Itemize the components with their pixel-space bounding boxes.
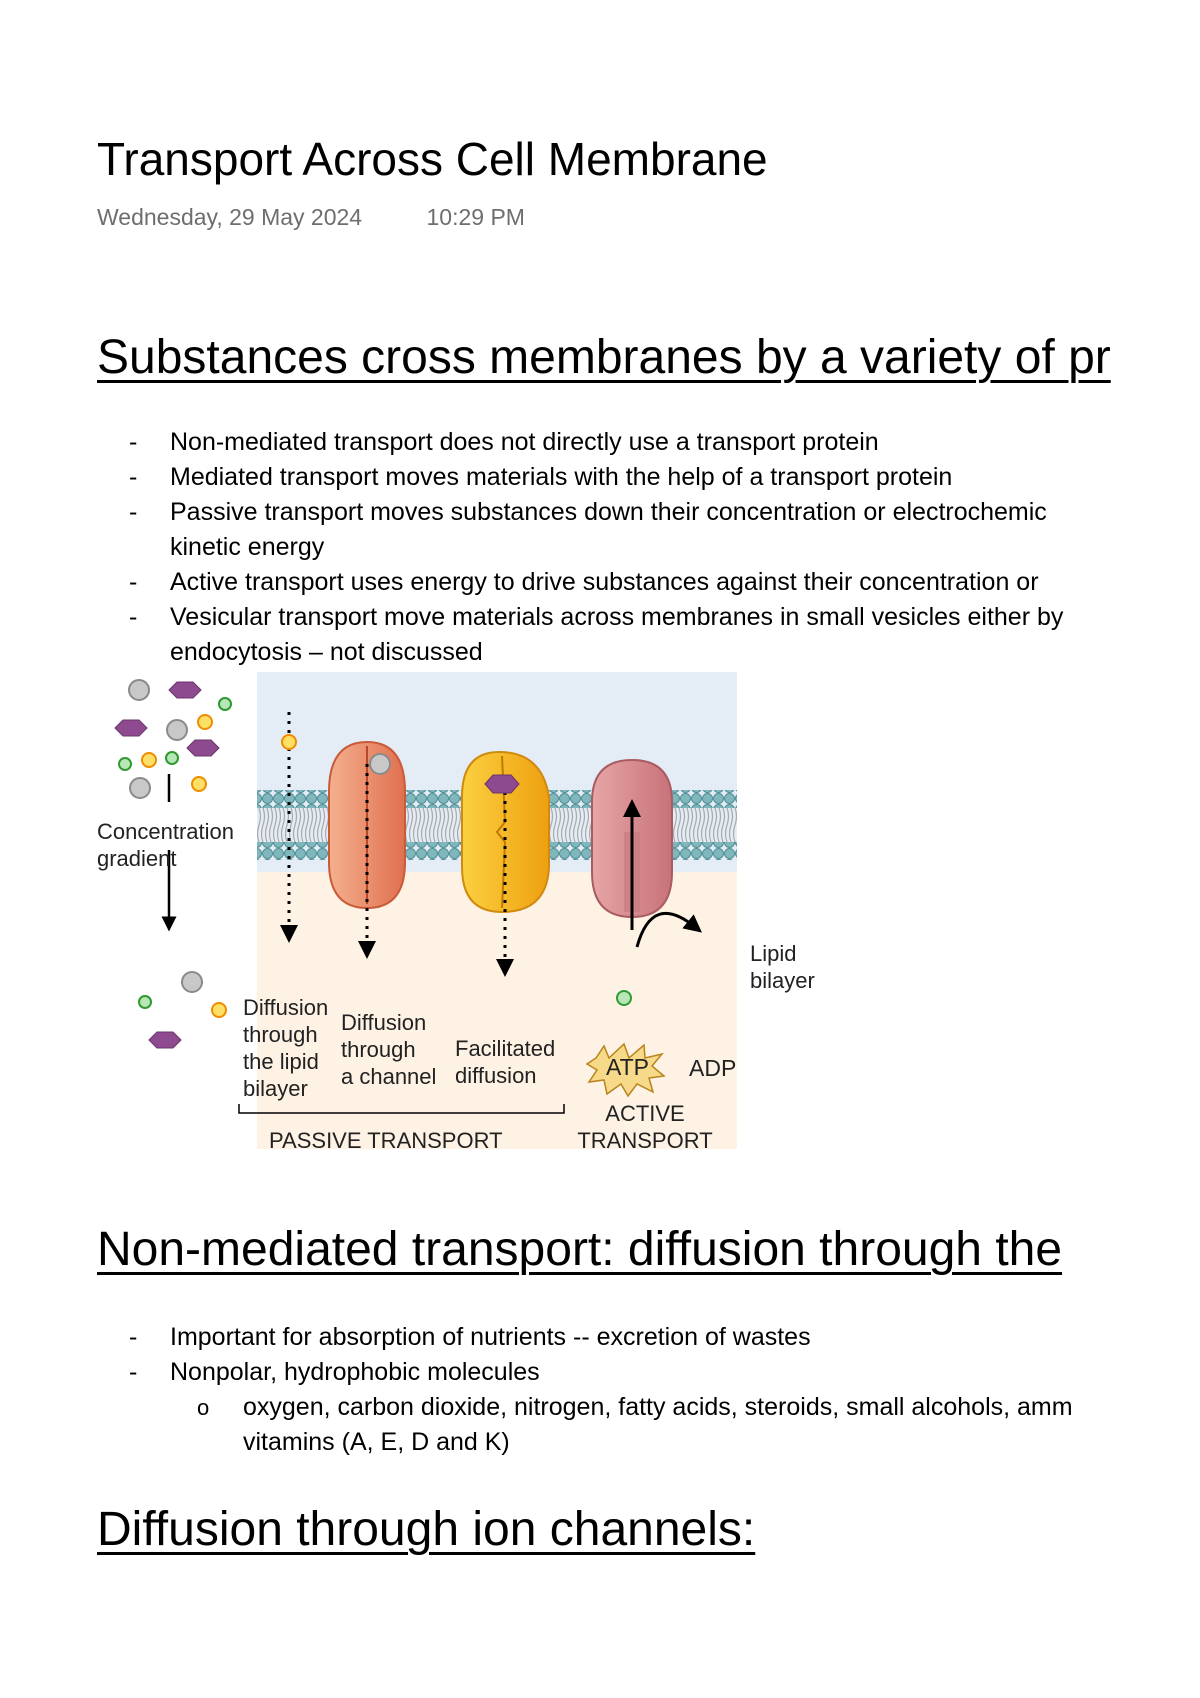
page-time: 10:29 PM [426,204,525,230]
list-item: -Non-mediated transport does not directl… [97,425,1063,460]
label-passive-transport: PASSIVE TRANSPORT [269,1128,503,1150]
passive-transport-bracket [238,1104,565,1114]
molecule-ion [369,753,391,775]
page-timestamp: Wednesday, 29 May 2024 10:29 PM [97,204,525,231]
list-item: -Nonpolar, hydrophobic molecules [97,1355,1073,1390]
list-item: -Vesicular transport move materials acro… [97,600,1063,635]
section-heading-ion-channels: Diffusion through ion channels: [97,1503,756,1556]
molecule-cluster-top [114,679,232,799]
list-item-continuation: endocytosis – not discussed [170,638,483,666]
list-item: -Passive transport moves substances down… [97,495,1063,530]
molecule-pumped [616,990,632,1006]
channel-protein [328,740,406,910]
molecule-large [484,774,520,794]
molecule-cluster-bottom [138,971,227,1049]
bullet-dash: - [129,603,138,631]
section-heading-transport-variety: Substances cross membranes by a variety … [97,331,1111,384]
bullet-dash: - [129,1358,138,1386]
list-item: -Mediated transport moves materials with… [97,460,1063,495]
sub-list-item-continuation: vitamins (A, E, D and K) [243,1428,510,1456]
bullet-dash: - [129,1323,138,1351]
list-item: -Important for absorption of nutrients -… [97,1320,1073,1355]
figure-panel-bottom [257,872,737,1149]
arrow-atp-to-adp [635,911,702,948]
molecule-lipid-soluble [281,734,297,750]
page-date: Wednesday, 29 May 2024 [97,204,363,230]
section2-bullet-list: -Important for absorption of nutrients -… [97,1320,1073,1460]
label-atp: ATP [606,1054,649,1080]
section1-bullet-list: -Non-mediated transport does not directl… [97,425,1063,670]
list-item-continuation: kinetic energy [170,533,325,561]
page-title: Transport Across Cell Membrane [97,133,768,185]
section-heading-non-mediated: Non-mediated transport: diffusion throug… [97,1223,1063,1276]
list-item: -Active transport uses energy to drive s… [97,565,1063,600]
sub-bullet-circle: o [197,1395,210,1420]
bullet-dash: - [129,498,138,526]
label-adp: ADP [689,1055,736,1081]
bullet-dash: - [129,428,138,456]
bullet-dash: - [129,568,138,596]
bullet-dash: - [129,463,138,491]
atp-burst [585,1042,666,1098]
